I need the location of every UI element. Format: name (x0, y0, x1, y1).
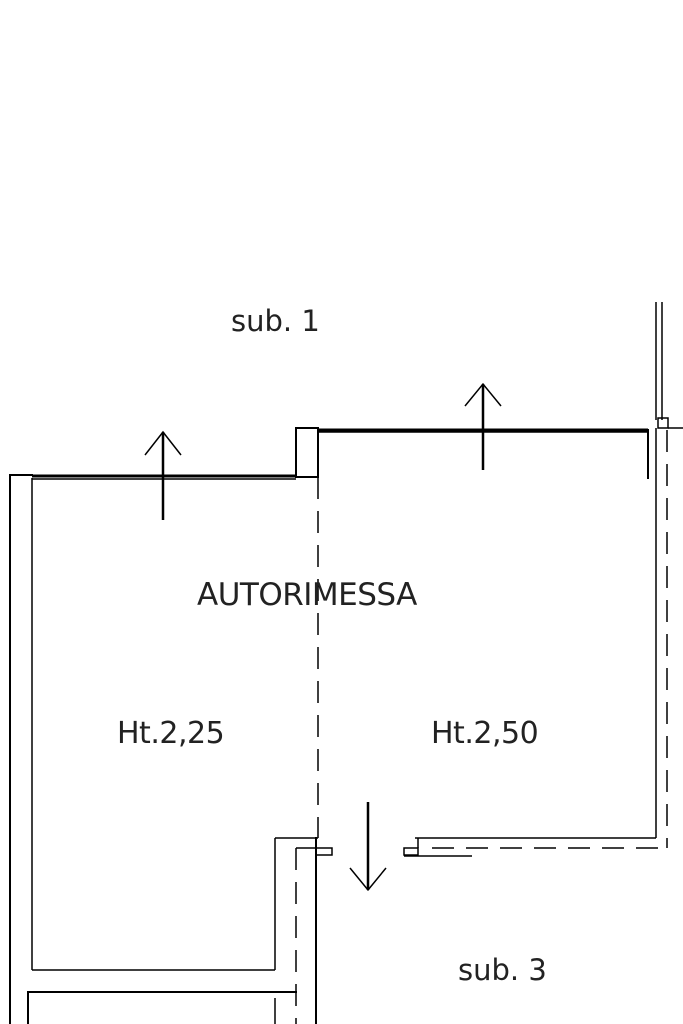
room-name-label: AUTORIMESSA (197, 577, 417, 613)
right-edge-structure (655, 302, 683, 429)
unit-label-top: sub. 1 (231, 304, 320, 338)
lower-left-walls (27, 837, 318, 1024)
height-label-right: Ht.2,50 (431, 716, 539, 751)
left-wall (9, 474, 33, 1024)
arrow-up-left (144, 430, 182, 520)
arrow-up-right (464, 382, 502, 470)
door-opening (315, 838, 472, 857)
arrow-down-entrance (349, 802, 387, 892)
unit-label-bottom: sub. 3 (458, 953, 547, 987)
right-dashed-wall (415, 428, 668, 849)
height-label-left: Ht.2,25 (117, 716, 225, 751)
pillar (295, 427, 319, 478)
